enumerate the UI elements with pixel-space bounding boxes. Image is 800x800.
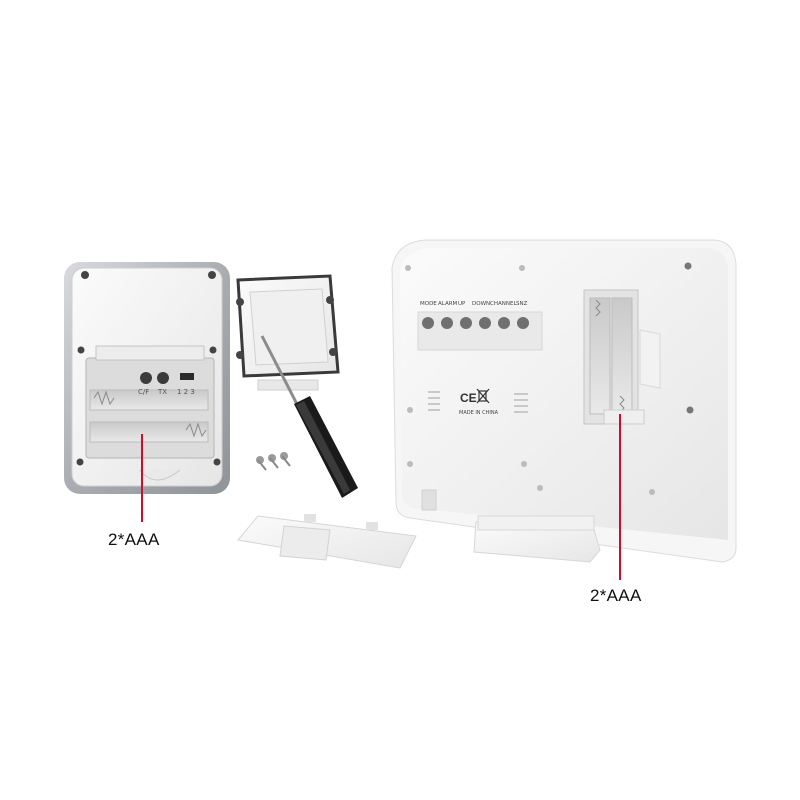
certification-marks: CE MADE IN CHINA: [459, 388, 499, 416]
screw-hole: [684, 262, 692, 270]
screw-hole: [407, 407, 413, 413]
button-label-channel: CHANNEL: [490, 301, 517, 307]
screw-hole: [76, 458, 84, 466]
main-battery-compartment: [583, 289, 661, 425]
screw: [280, 452, 291, 467]
screwdriver: [260, 335, 358, 498]
main-unit-back: [391, 239, 737, 563]
detached-stand: [237, 514, 417, 569]
screw-hole: [521, 461, 527, 467]
button-channel: [498, 317, 510, 329]
button-label-mode: MODE: [420, 301, 437, 307]
weee-bin-icon: [476, 388, 490, 404]
screw: [268, 454, 279, 469]
screw-hole: [405, 265, 411, 271]
sensor-cf-button: [140, 372, 152, 384]
button-snz: [517, 317, 529, 329]
screws: [256, 452, 291, 471]
battery-callout-right: 2*AAA: [590, 586, 642, 605]
button-mode: [422, 317, 434, 329]
sensor-battery-door: [236, 274, 340, 391]
battery-callout-left: 2*AAA: [108, 530, 160, 549]
sensor-battery-compartment: [85, 345, 215, 481]
main-unit-button-row: [422, 317, 529, 329]
button-down: [479, 317, 491, 329]
sensor-label-tx: TX: [157, 388, 167, 396]
screw-hole: [213, 458, 221, 466]
screw-hole: [236, 351, 244, 359]
screw-hole: [686, 406, 694, 414]
button-label-snz: SNZ: [516, 301, 528, 307]
main-unit-stand: [421, 489, 601, 563]
button-label-down: DOWN: [472, 301, 490, 307]
screw-hole: [537, 485, 543, 491]
button-alarm: [441, 317, 453, 329]
screw-hole: [519, 265, 525, 271]
sensor-tx-button: [157, 372, 169, 384]
sensor-back-housing: C/F TX 1 2 3: [64, 262, 230, 494]
screw-hole: [209, 346, 217, 354]
screw-hole: [329, 348, 337, 356]
button-label-alarm: ALARM: [438, 301, 458, 307]
button-up: [460, 317, 472, 329]
screw-hole: [236, 298, 244, 306]
screw-hole: [649, 489, 655, 495]
screw-hole: [77, 346, 85, 354]
screw: [256, 456, 267, 471]
made-in-label: MADE IN CHINA: [459, 410, 499, 416]
screw-hole: [208, 271, 216, 279]
main-unit-button-labels: MODE ALARM UP DOWN CHANNEL SNZ: [420, 301, 528, 307]
ce-mark: CE: [460, 391, 477, 405]
sensor-label-cf: C/F: [138, 388, 149, 396]
screw-hole: [326, 296, 334, 304]
sensor-label-channels: 1 2 3: [177, 388, 195, 396]
vent-left: [428, 391, 440, 411]
sensor-channel-switch: [180, 373, 194, 380]
vent-right: [514, 393, 528, 413]
button-label-up: UP: [458, 301, 466, 307]
screw-hole: [407, 461, 413, 467]
screw-hole: [81, 271, 89, 279]
